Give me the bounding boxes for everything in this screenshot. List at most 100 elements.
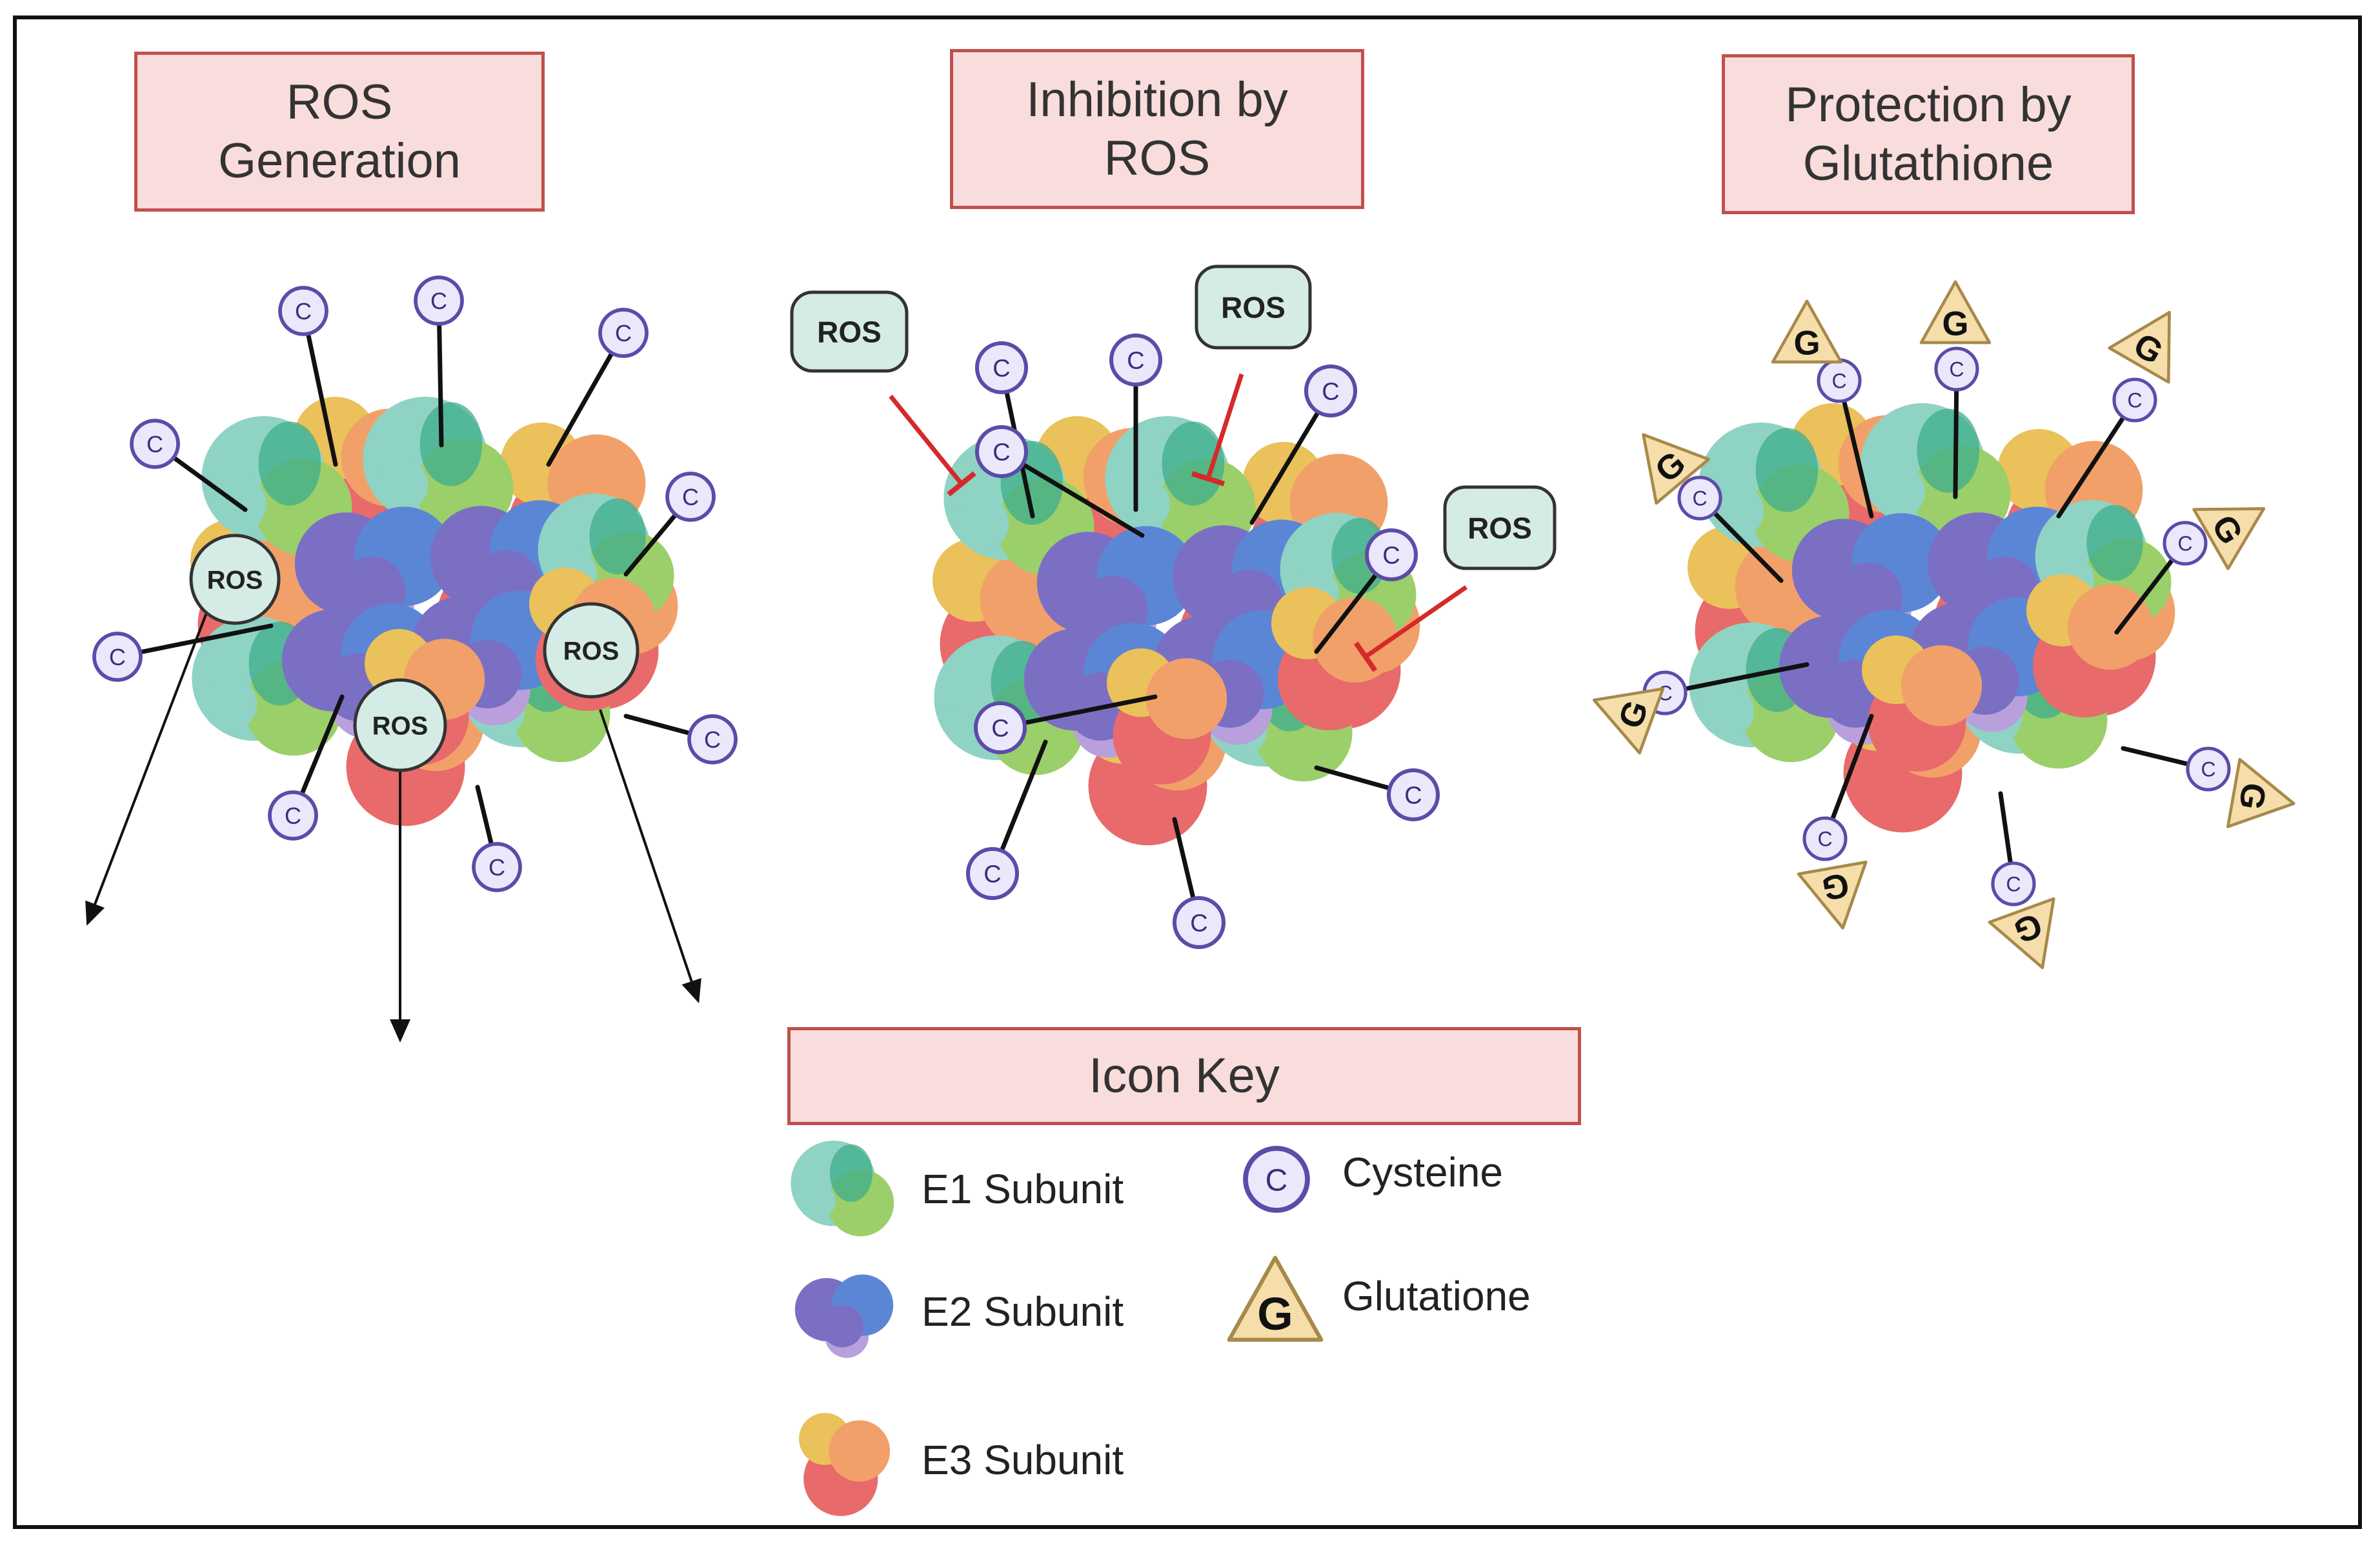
- e1-subunit: [791, 1141, 894, 1237]
- e3-subunit: [1107, 648, 1227, 784]
- pdh-complex-protection: [1688, 403, 2175, 833]
- cysteine-icon: C: [974, 425, 1029, 479]
- ros-marker: ROS: [543, 602, 640, 699]
- cysteine-label: C: [430, 288, 447, 314]
- e3-subunit: [1862, 635, 1982, 772]
- cysteine-icon: C: [974, 341, 1029, 395]
- inhibition-line: [889, 394, 976, 497]
- cysteine-icon: C: [1172, 895, 1226, 950]
- ros-label: ROS: [1467, 512, 1532, 545]
- ros-generation-arrow: [599, 709, 701, 1004]
- panel-title-inhibition-by-ros: Inhibition by ROS: [950, 49, 1364, 209]
- cysteine-label: C: [1382, 543, 1400, 570]
- cysteine-label: C: [991, 715, 1009, 743]
- key-label-e2: E2 Subunit: [922, 1288, 1124, 1335]
- cysteine-label: C: [1404, 783, 1422, 810]
- pdh-complex-inhibition: [933, 416, 1420, 846]
- cysteine-label: C: [993, 355, 1010, 383]
- ros-marker: ROS: [790, 290, 909, 373]
- cysteine-icon: C: [665, 472, 716, 522]
- glutathione-key-icon: G: [1227, 1255, 1324, 1342]
- glutathione-label: G: [1793, 325, 1820, 363]
- cysteine-linker: [1837, 378, 1874, 519]
- cysteine-icon: C: [687, 714, 738, 765]
- cysteine-icon: C: [278, 286, 328, 336]
- cysteine-label: C: [1657, 682, 1672, 705]
- cysteine-label: C: [615, 320, 632, 346]
- ros-label: ROS: [563, 637, 620, 665]
- cysteine-label: C: [2006, 873, 2021, 896]
- e3-subunit: [799, 1413, 891, 1516]
- cysteine-icon: C: [130, 419, 180, 469]
- e1-subunit: [943, 435, 1094, 575]
- glutathione-icon: G: [2192, 507, 2266, 570]
- glutathione-icon: G: [1642, 433, 1710, 505]
- cysteine-linker: [999, 449, 1145, 538]
- e3-subunit: [2026, 574, 2153, 717]
- cysteine-icon: C: [973, 701, 1027, 755]
- key-label-cysteine: Cysteine: [1342, 1149, 1503, 1195]
- cysteine-icon: C: [1817, 358, 1862, 403]
- cysteine-label: C: [1127, 348, 1144, 375]
- cysteine-label: C: [993, 439, 1010, 466]
- glutathione-label: G: [1942, 305, 1968, 343]
- cysteine-label: C: [983, 861, 1001, 888]
- cysteine-label: C: [1190, 910, 1207, 937]
- e2-subunit: [794, 1274, 894, 1358]
- cysteine-label: C: [1322, 379, 1339, 406]
- cysteine-icon: C: [2163, 521, 2208, 566]
- cysteine-icon: C: [965, 846, 1020, 901]
- ros-label: ROS: [817, 315, 882, 349]
- ros-marker: ROS: [353, 678, 447, 772]
- cysteine-icon: C: [2186, 746, 2231, 792]
- cysteine-label: C: [1831, 370, 1846, 393]
- cysteine-icon: C: [414, 275, 464, 326]
- glutathione-label: G: [1257, 1288, 1293, 1340]
- glutathione-label: G: [2231, 780, 2273, 813]
- key-label-glutathione: Glutatione: [1342, 1273, 1531, 1319]
- cysteine-icon: C: [1386, 768, 1440, 822]
- cysteine-linker: [301, 308, 338, 467]
- ros-marker: ROS: [189, 534, 281, 625]
- cysteine-label: C: [2177, 532, 2192, 555]
- cysteine-label: C: [2127, 389, 2142, 412]
- cysteine-icon: C: [1802, 816, 1848, 861]
- glutathione-icon: G: [1797, 861, 1868, 930]
- ros-marker: ROS: [1443, 485, 1557, 570]
- ros-label: ROS: [207, 566, 263, 594]
- panel-title-line: Protection by: [1785, 77, 2072, 132]
- cysteine-label: C: [1692, 487, 1707, 510]
- cysteine-icon: C: [598, 308, 649, 358]
- cysteine-label: C: [109, 644, 126, 670]
- glutathione-label: G: [1819, 865, 1852, 907]
- cysteine-label: C: [682, 484, 699, 510]
- e1-subunit: [363, 397, 514, 537]
- glutathione-icon: G: [1919, 280, 1992, 345]
- panel-title-line: ROS: [1104, 131, 1211, 186]
- icon-key-title: Icon Key: [787, 1027, 1581, 1125]
- inhibition-line: [1353, 585, 1467, 672]
- panel-title-line: Glutathione: [1802, 136, 2054, 191]
- cysteine-label: C: [1817, 828, 1832, 851]
- cysteine-icon: C: [1677, 475, 1722, 521]
- panel-title-line: ROS: [286, 74, 393, 130]
- glutathione-icon: G: [1592, 687, 1665, 755]
- cysteine-label: C: [1266, 1163, 1288, 1197]
- glutathione-icon: G: [2108, 310, 2171, 384]
- key-label-e3: E3 Subunit: [922, 1437, 1124, 1483]
- glutathione-icon: G: [1988, 897, 2055, 970]
- cysteine-icon: C: [1304, 364, 1358, 418]
- glutathione-icon: G: [1771, 299, 1843, 364]
- cysteine-icon: C: [472, 842, 522, 892]
- panel-title-line: Inhibition by: [1026, 72, 1288, 127]
- cysteine-key-icon: C: [1243, 1146, 1310, 1213]
- cysteine-icon: C: [1364, 528, 1418, 582]
- cysteine-label: C: [295, 298, 312, 325]
- cysteine-icon: C: [1991, 861, 2036, 906]
- panel-title-protection-by-glutathione: Protection by Glutathione: [1722, 54, 2135, 214]
- cysteine-label: C: [489, 854, 505, 881]
- cysteine-icon: C: [92, 632, 143, 682]
- cysteine-linker: [546, 330, 626, 467]
- cysteine-label: C: [1949, 358, 1964, 381]
- icon-key-title-text: Icon Key: [1089, 1048, 1280, 1104]
